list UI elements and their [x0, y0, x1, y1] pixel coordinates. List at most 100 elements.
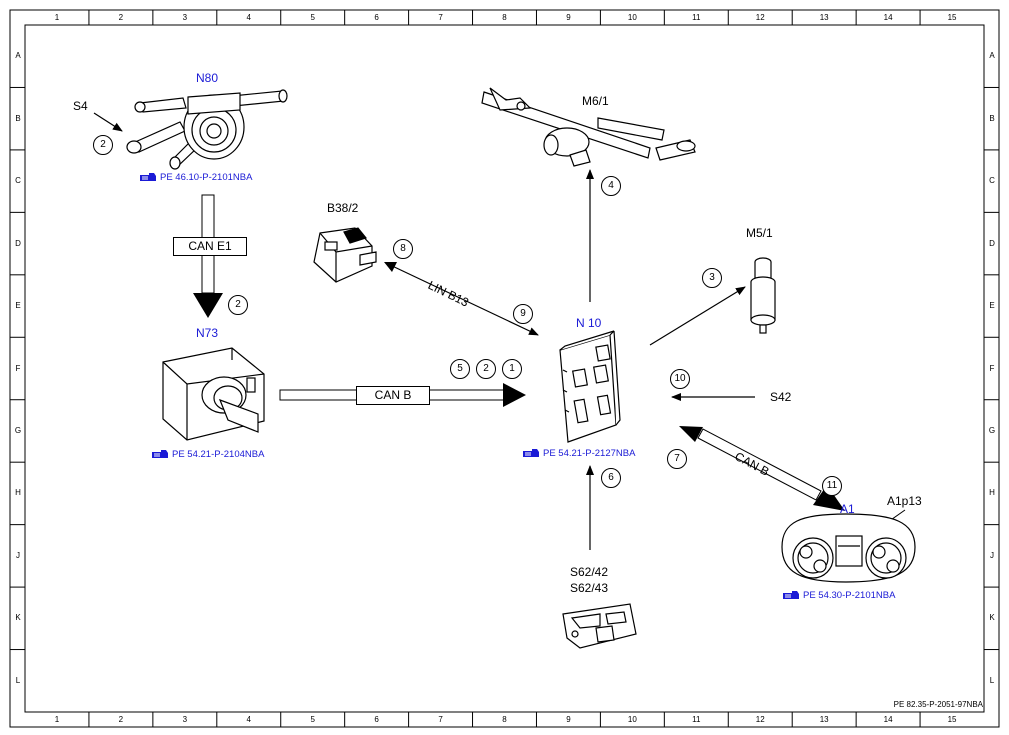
grid-column-label: 6	[374, 13, 379, 22]
b38-2-sensor-icon	[313, 227, 377, 283]
s62-switch-icon	[562, 603, 637, 649]
grid-column-label: 13	[819, 715, 829, 724]
callout-2-n73: 2	[228, 295, 248, 315]
a1p13-label: A1p13	[887, 494, 922, 508]
grid-column-label: 8	[502, 13, 507, 22]
grid-row-label: B	[15, 113, 21, 123]
n73-reference-text: PE 54.21-P-2104NBA	[172, 449, 265, 460]
grid-column-label: 14	[883, 13, 893, 22]
s62-43-label: S62/43	[570, 581, 609, 595]
grid-column-label: 8	[502, 715, 507, 724]
callout-10: 10	[670, 369, 690, 389]
grid-column-label: 4	[246, 715, 251, 724]
can-b-right-bus-arrow	[679, 426, 845, 511]
grid-row-label: F	[989, 363, 995, 373]
callout-1: 1	[502, 359, 522, 379]
grid-column-label: 9	[566, 13, 571, 22]
can-b-left-bus-label: CAN B	[356, 386, 430, 405]
n10-control-unit-icon	[559, 330, 621, 443]
callout-4: 4	[601, 176, 621, 196]
n80-combination-switch-icon	[126, 89, 288, 170]
pointing-hand-icon	[140, 173, 156, 181]
callout-8: 8	[393, 239, 413, 259]
grid-column-label: 3	[182, 13, 188, 22]
s4-pointer-line	[93, 112, 123, 132]
grid-column-label: 5	[310, 13, 315, 22]
callout-2-s4: 2	[93, 135, 113, 155]
m6-1-label: M6/1	[582, 94, 609, 108]
grid-column-label: 9	[566, 715, 571, 724]
can-e1-bus-arrow	[193, 194, 223, 318]
grid-column-label: 13	[819, 13, 829, 22]
grid-row-label: F	[15, 363, 21, 373]
n10-to-m5-1-line	[649, 286, 746, 346]
b38-2-label: B38/2	[327, 201, 359, 215]
grid-row-label: J	[16, 550, 20, 560]
grid-column-label: 11	[692, 715, 701, 724]
grid-row-label: G	[988, 425, 996, 435]
s42-label: S42	[770, 390, 792, 404]
grid-row-label: E	[989, 301, 995, 311]
n73-ignition-switch-icon	[162, 347, 265, 441]
n73-reference-link[interactable]: PE 54.21-P-2104NBA	[152, 449, 264, 460]
n73-label: N73	[196, 326, 219, 340]
grid-row-label: D	[15, 238, 21, 248]
grid-column-label: 4	[246, 13, 251, 22]
grid-column-label: 1	[54, 715, 60, 724]
grid-column-label: 14	[883, 715, 893, 724]
grid-column-label: 12	[755, 13, 765, 22]
grid-column-label: 7	[438, 13, 443, 22]
grid-row-label: J	[990, 550, 994, 560]
callout-11: 11	[822, 476, 842, 496]
callout-7: 7	[667, 449, 687, 469]
callout-6: 6	[601, 468, 621, 488]
n80-reference-link[interactable]: PE 46.10-P-2101NBA	[140, 172, 252, 183]
grid-row-label: D	[989, 238, 995, 248]
grid-column-label: 5	[310, 715, 315, 724]
can-e1-bus-label: CAN E1	[173, 237, 247, 256]
grid-column-label: 2	[118, 13, 124, 22]
grid-row-label: H	[989, 488, 995, 498]
a1-label: A1	[840, 502, 855, 516]
pointing-hand-icon	[152, 450, 168, 458]
grid-row-label: K	[989, 613, 995, 623]
s62-42-label: S62/42	[570, 565, 609, 579]
a1-reference-text: PE 54.30-P-2101NBA	[803, 590, 896, 601]
grid-row-label: C	[989, 176, 995, 186]
n10-reference-link[interactable]: PE 54.21-P-2127NBA	[523, 448, 635, 459]
callout-2-can-b: 2	[476, 359, 496, 379]
grid-column-label: 11	[692, 13, 701, 22]
document-number: PE 82.35-P-2051-97NBA	[893, 700, 983, 709]
m5-1-label: M5/1	[746, 226, 773, 240]
s4-label: S4	[73, 99, 88, 113]
pointing-hand-icon	[523, 449, 539, 457]
callout-3: 3	[702, 268, 722, 288]
lin-b13-line	[387, 263, 539, 336]
grid-column-label: 15	[947, 13, 957, 22]
grid-column-label: 6	[374, 715, 379, 724]
grid-row-label: H	[15, 488, 21, 498]
grid-column-label: 10	[627, 13, 637, 22]
n80-reference-text: PE 46.10-P-2101NBA	[160, 172, 253, 183]
grid-row-label: B	[989, 113, 995, 123]
m5-1-actuator-icon	[750, 257, 776, 334]
grid-row-label: L	[15, 675, 21, 685]
n10-reference-text: PE 54.21-P-2127NBA	[543, 448, 636, 459]
n80-label: N80	[196, 71, 219, 85]
pointing-hand-icon	[783, 591, 799, 599]
grid-column-label: 3	[182, 715, 188, 724]
callout-5: 5	[450, 359, 470, 379]
grid-row-label: G	[14, 425, 22, 435]
a1-reference-link[interactable]: PE 54.30-P-2101NBA	[783, 590, 895, 601]
grid-row-label: K	[15, 613, 21, 623]
grid-column-label: 1	[54, 13, 60, 22]
grid-column-label: 2	[118, 715, 124, 724]
m6-1-wiper-motor-icon	[481, 87, 696, 167]
grid-column-label: 12	[755, 715, 765, 724]
callout-9: 9	[513, 304, 533, 324]
grid-row-label: L	[989, 675, 995, 685]
grid-column-label: 15	[947, 715, 957, 724]
grid-column-label: 10	[627, 715, 637, 724]
grid-row-label: E	[15, 301, 21, 311]
